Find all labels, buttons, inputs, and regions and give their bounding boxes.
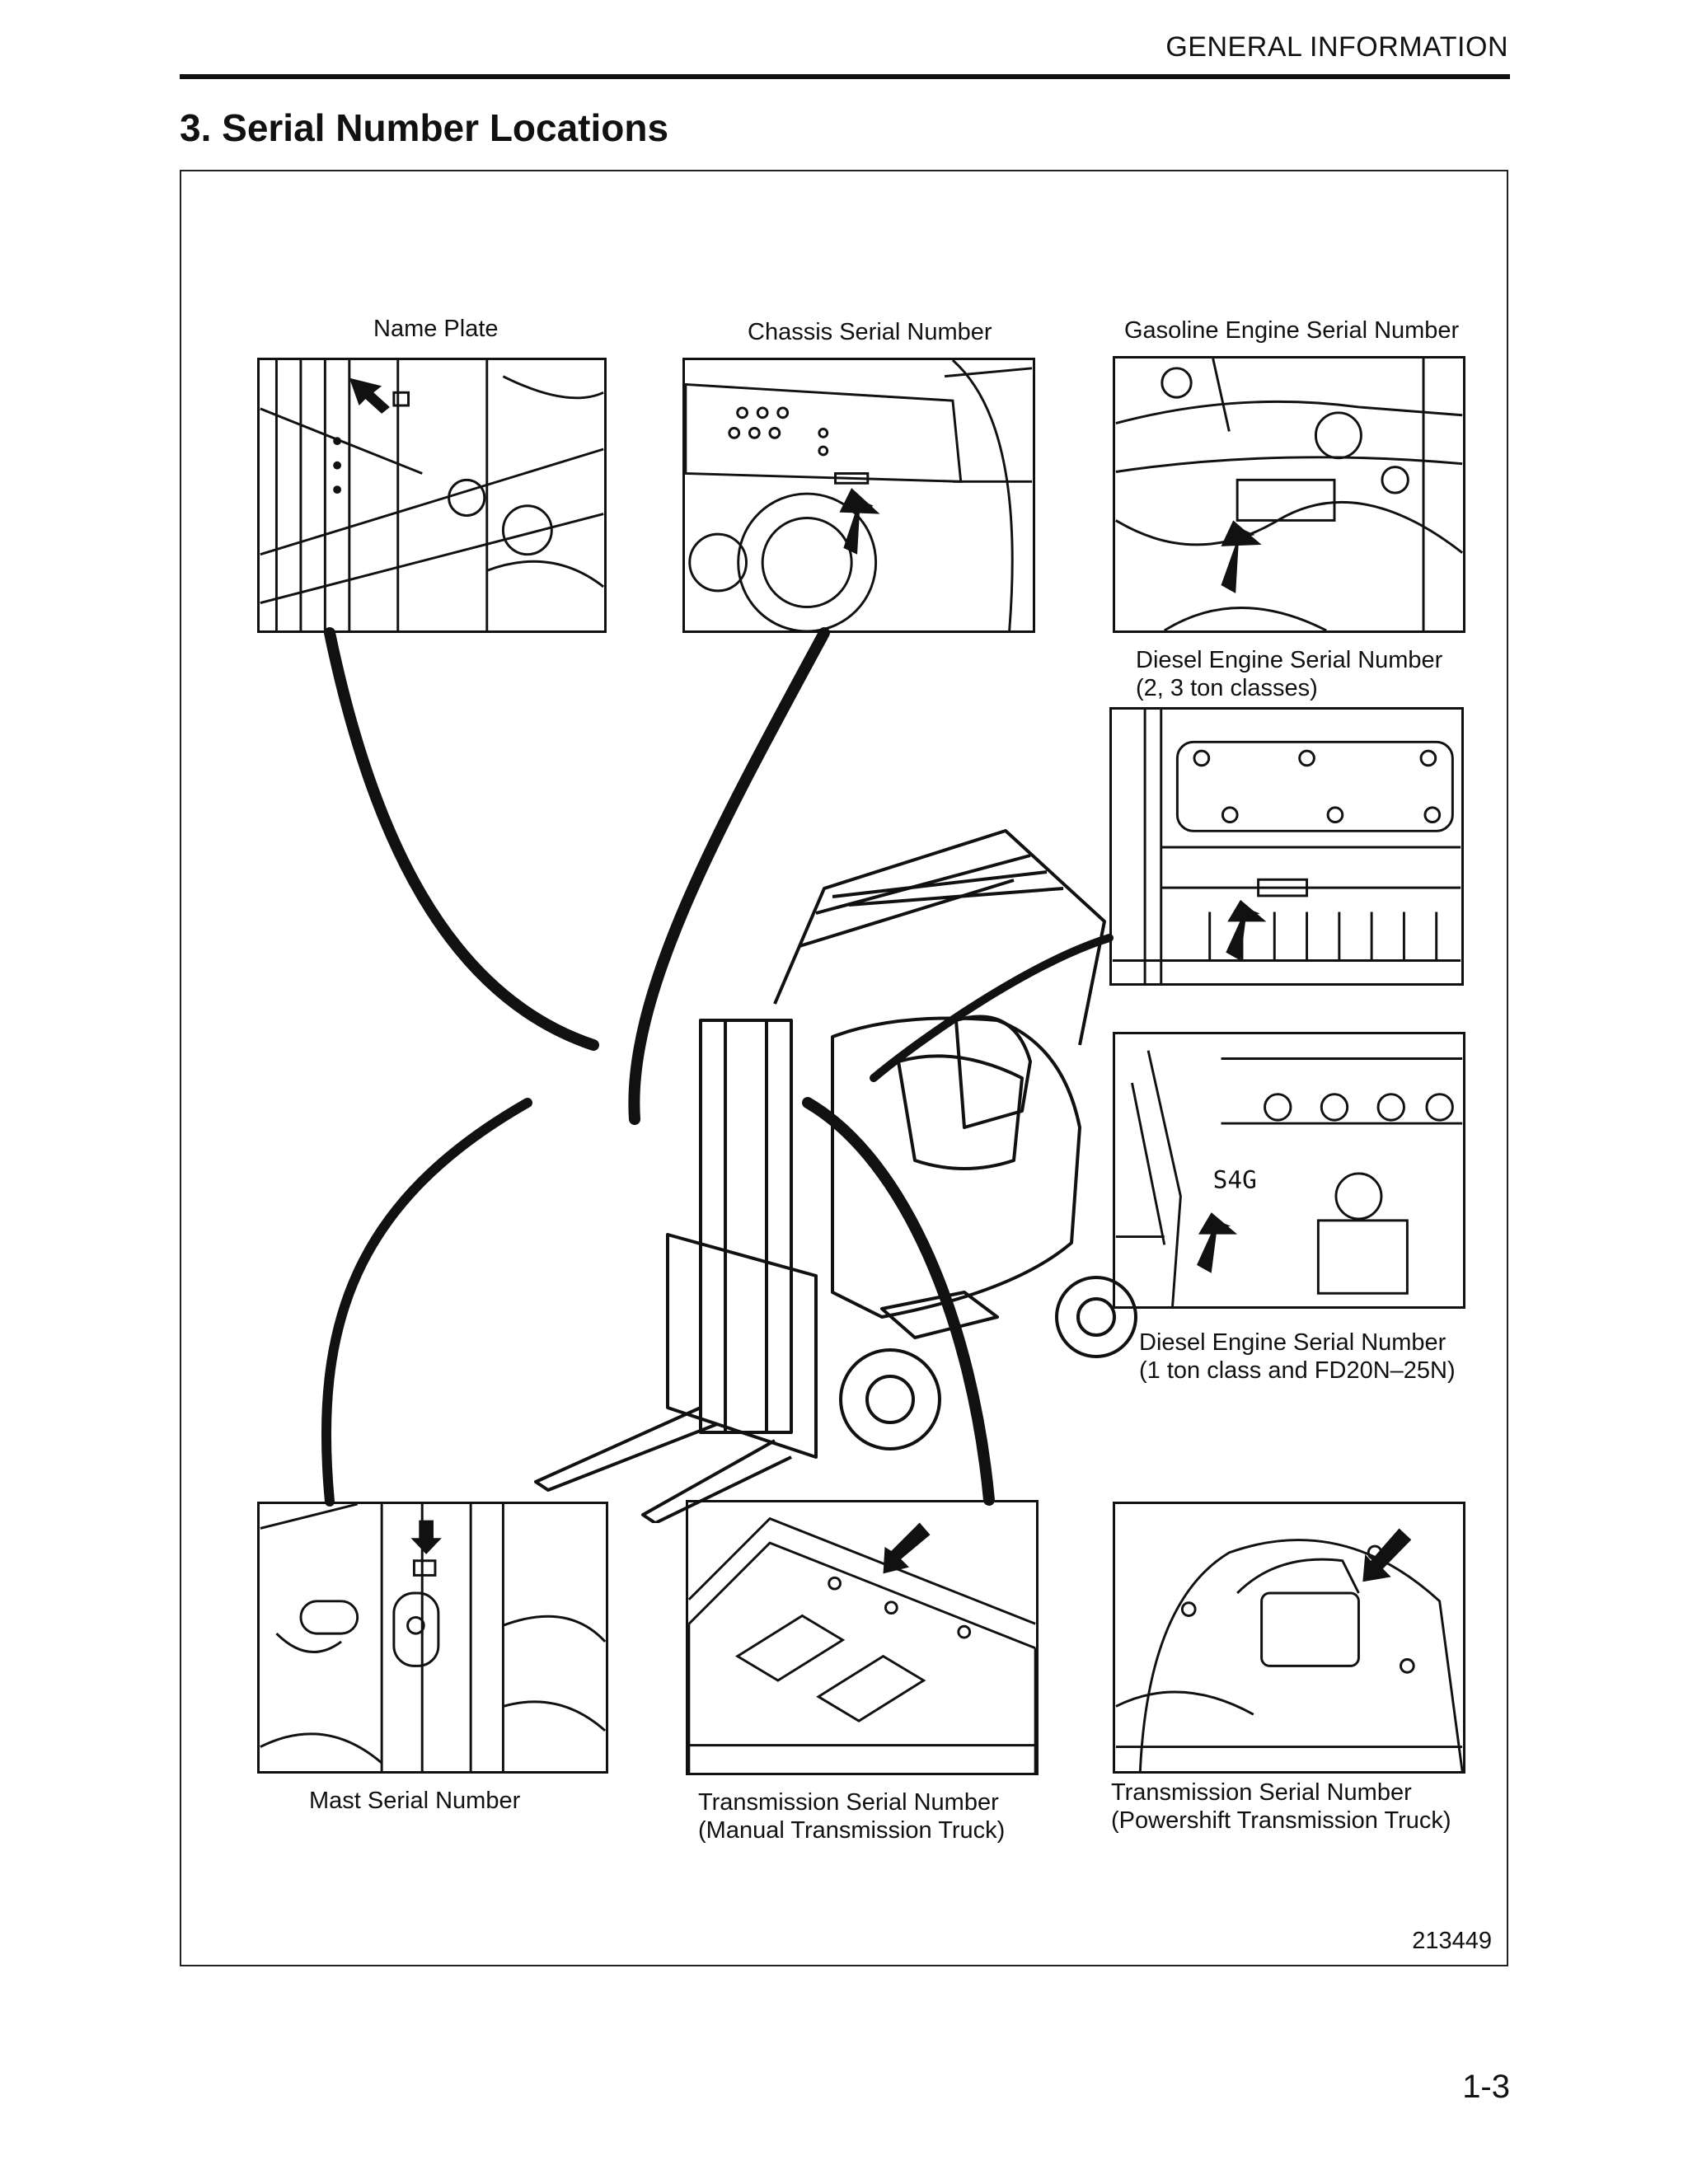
caption-diesel-engine-2-3-ton: Diesel Engine Serial Number (2, 3 ton cl… <box>1136 647 1443 701</box>
transmission-powershift-drawing <box>1115 1528 1463 1771</box>
caption-chassis-serial: Chassis Serial Number <box>748 319 992 345</box>
leader-lines <box>321 627 1114 1507</box>
figure-code: 213449 <box>1412 1928 1492 1954</box>
diesel-engine-2-3-ton-detail-illustration <box>1109 707 1464 986</box>
header-rule <box>180 74 1510 79</box>
forklift-illustration <box>387 666 1154 1525</box>
transmission-manual-drawing <box>688 1516 1036 1773</box>
diesel-engine-1-drawing: S4G <box>1115 1050 1463 1306</box>
transmission-powershift-detail-illustration <box>1113 1502 1465 1774</box>
caption-mast-serial: Mast Serial Number <box>309 1788 521 1814</box>
chassis-serial-drawing <box>685 360 1033 630</box>
forklift-drawing <box>534 829 1137 1525</box>
transmission-manual-detail-illustration <box>686 1500 1039 1775</box>
leader-line-chassis <box>628 627 830 1125</box>
gasoline-engine-serial-detail-illustration <box>1113 356 1465 633</box>
caption-diesel-engine-1-ton: Diesel Engine Serial Number (1 ton class… <box>1139 1329 1456 1384</box>
diesel-engine-1-ton-detail-illustration: S4G <box>1113 1032 1465 1309</box>
leader-line-diesel-engine <box>870 934 1114 1082</box>
chassis-serial-detail-illustration <box>682 358 1035 633</box>
name-plate-drawing <box>260 360 604 630</box>
caption-transmission-manual: Transmission Serial Number (Manual Trans… <box>698 1789 1006 1844</box>
leader-line-name-plate <box>324 627 599 1051</box>
running-header: GENERAL INFORMATION <box>1165 31 1508 63</box>
name-plate-detail-illustration <box>257 358 607 633</box>
mast-serial-detail-illustration <box>257 1502 608 1774</box>
caption-transmission-powershift: Transmission Serial Number (Powershift T… <box>1111 1779 1451 1834</box>
leader-line-mast <box>321 1098 532 1507</box>
page-title: 3. Serial Number Locations <box>180 106 669 149</box>
figure-frame: Name Plate Chassis Serial Number Gasolin… <box>180 170 1508 1966</box>
svg-text:S4G: S4G <box>1213 1166 1257 1194</box>
leader-line-transmission <box>802 1097 995 1506</box>
gasoline-engine-drawing <box>1115 359 1463 630</box>
page-number: 1-3 <box>1462 2069 1510 2105</box>
mast-serial-drawing <box>260 1504 606 1771</box>
caption-gasoline-engine-serial: Gasoline Engine Serial Number <box>1124 317 1460 344</box>
diesel-engine-2-3-drawing <box>1112 710 1461 983</box>
caption-name-plate: Name Plate <box>373 316 499 342</box>
